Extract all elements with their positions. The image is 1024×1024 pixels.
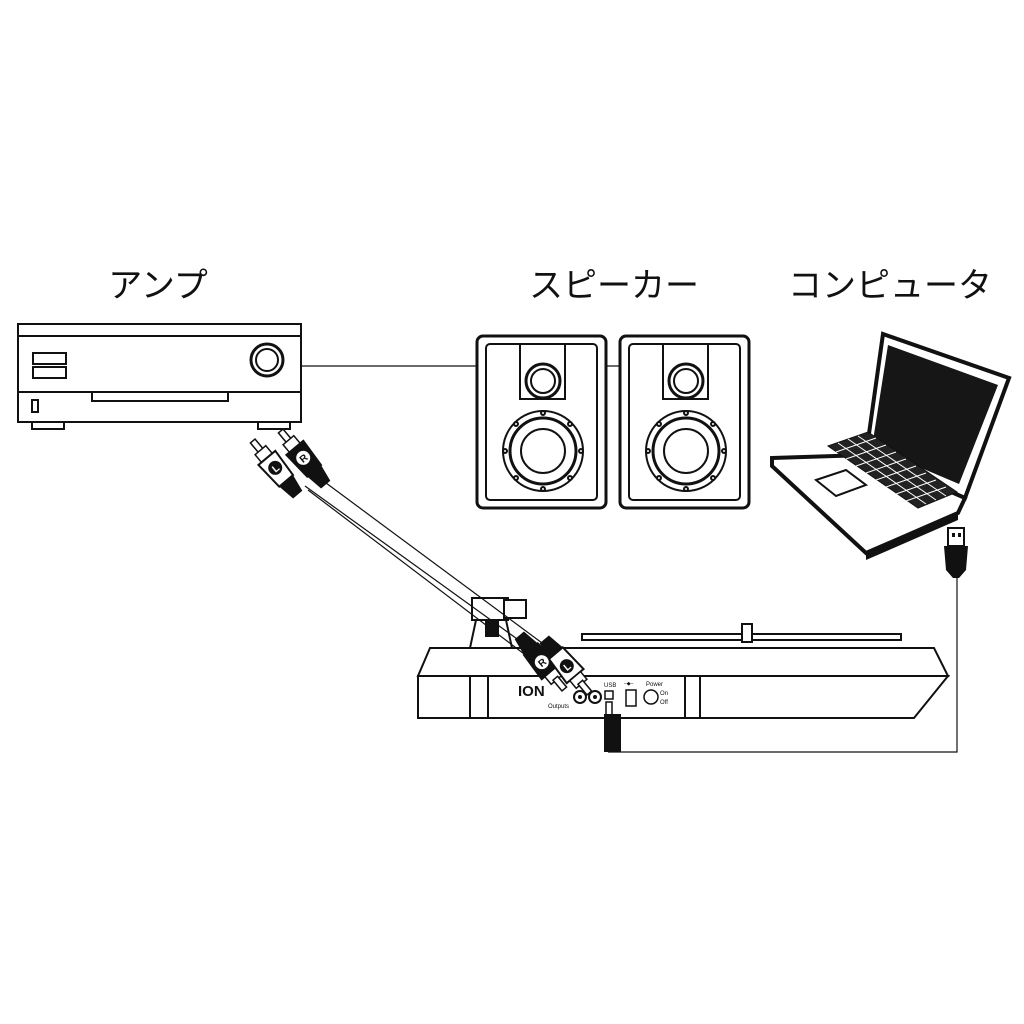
- dc-jack: [625, 689, 637, 707]
- usb-plug: [944, 527, 968, 578]
- keyboard: [826, 431, 959, 509]
- usb-port: [604, 690, 614, 700]
- trackpad: [813, 468, 869, 498]
- usb-port-label: USB: [604, 683, 616, 689]
- usb-plug-turntable: [604, 701, 621, 752]
- outputs-label: Outputs: [548, 704, 569, 710]
- amplifier-label: アンプ: [108, 266, 208, 306]
- rca-plug-right-amp: R: [277, 428, 331, 489]
- rca-plug-left-amp: L: [249, 438, 303, 499]
- laptop: [770, 331, 1012, 560]
- speaker-right: [618, 334, 751, 510]
- rca-cables: [304, 479, 566, 661]
- power-on-label: On: [660, 691, 668, 697]
- computer-label: コンピュータ: [788, 266, 992, 306]
- speaker-left: [475, 334, 608, 510]
- rca-plug-left-turntable: L: [539, 635, 593, 696]
- power-label: Power: [646, 682, 663, 688]
- rca-plug-left-turntable-label: L: [562, 661, 574, 673]
- turntable: [416, 597, 951, 719]
- usb-cable: [608, 578, 958, 753]
- brand-logo: ION: [518, 683, 545, 700]
- power-switch: [643, 689, 659, 705]
- power-off-label: Off: [660, 700, 668, 706]
- rca-plug-left-amp-label: L: [270, 463, 282, 475]
- amplifier: [17, 323, 302, 430]
- turntable-panel: ION Outputs USB –◆– Power On Off: [518, 681, 668, 710]
- dc-label: –◆–: [624, 681, 634, 687]
- speakers-label: スピーカー: [529, 266, 699, 306]
